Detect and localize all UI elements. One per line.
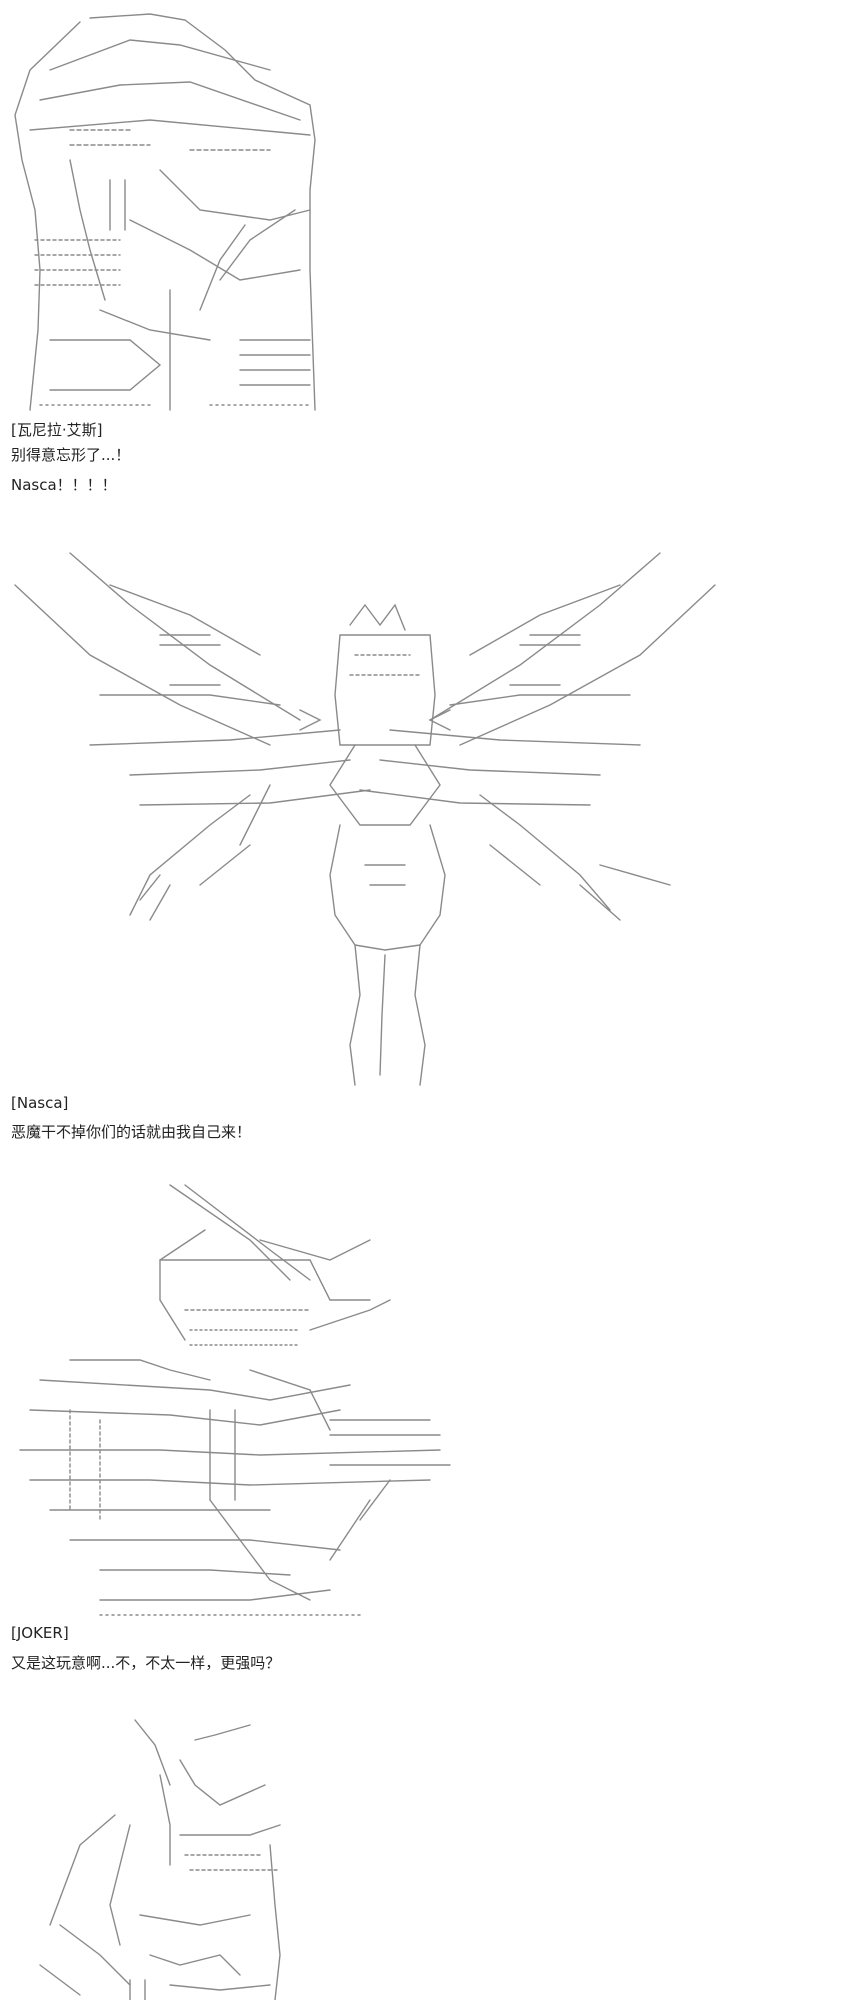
ascii-art-masked-figure: [20, 1715, 300, 2000]
ascii-art-hooded-figure: [10, 10, 320, 415]
speaker-label: [瓦尼拉·艾斯]: [11, 421, 103, 439]
dialogue-line: 又是这玩意啊...不，不太一样，更强吗？: [11, 1654, 281, 1672]
dialogue-line: Nasca！！！！: [11, 476, 117, 494]
speaker-label: [JOKER]: [11, 1624, 69, 1642]
dialogue-line: 别得意忘形了...！: [11, 446, 131, 464]
ascii-art-armored-figure: [10, 1180, 455, 1625]
dialogue-line: 恶魔干不掉你们的话就由我自己来！: [11, 1123, 252, 1141]
ascii-art-winged-figure: [10, 545, 720, 1090]
speaker-label: [Nasca]: [11, 1094, 69, 1112]
